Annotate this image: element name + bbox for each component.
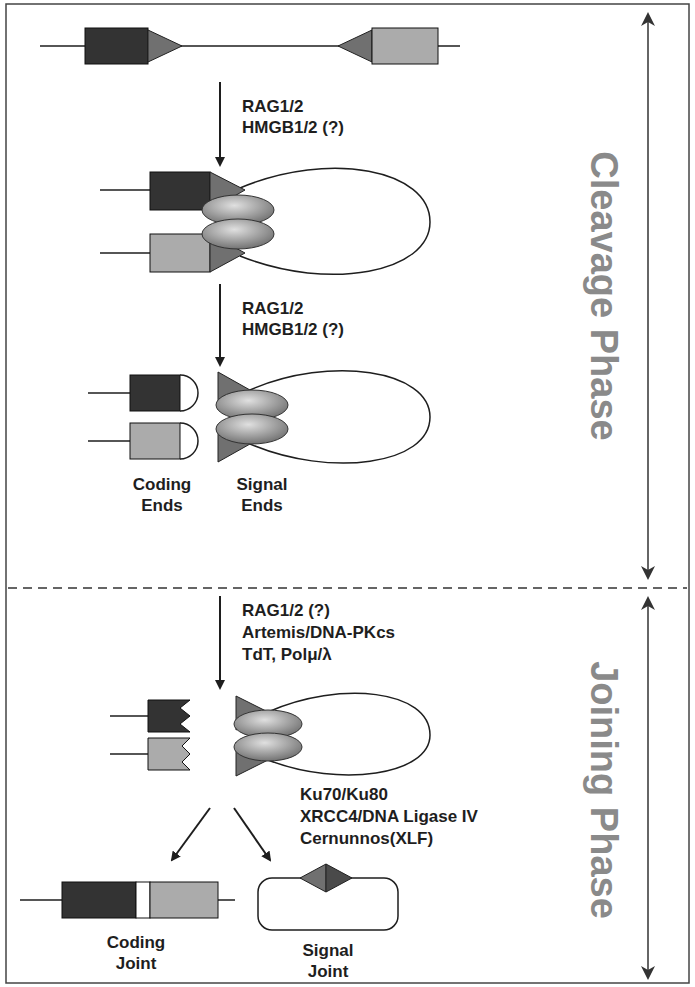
enzyme-label: HMGB1/2 (?) [242, 319, 344, 340]
enzyme-label: HMGB1/2 (?) [242, 117, 344, 138]
joint-label: Coding Joint [96, 932, 176, 974]
synaptic-complex [100, 168, 430, 274]
phase-range-arrow [647, 14, 649, 578]
phase-divider [8, 587, 687, 589]
step-arrow [172, 808, 210, 860]
coding-ends [88, 375, 198, 459]
phase-range-arrow [647, 598, 649, 978]
enzyme-label: TdT, Polμ/λ [242, 644, 332, 665]
coding-joint [20, 882, 235, 918]
processed-ends [110, 693, 430, 776]
joint-label: Signal Joint [286, 940, 370, 982]
signal-joint [258, 864, 398, 930]
step-arrow [219, 284, 221, 365]
end-label: Coding Ends [122, 474, 202, 516]
step-arrow [219, 596, 221, 688]
enzyme-label: RAG1/2 [242, 96, 303, 117]
germline-dna [40, 28, 460, 64]
enzyme-label: XRCC4/DNA Ligase IV [300, 806, 478, 827]
enzyme-label: RAG1/2 [242, 298, 303, 319]
frame [6, 4, 689, 983]
phase-label: Cleavage Phase [583, 151, 625, 440]
step-arrow [219, 82, 221, 165]
phase-label: Joining Phase [583, 661, 625, 919]
signal-ends [216, 371, 430, 463]
end-label: Signal Ends [222, 474, 302, 516]
step-arrow [234, 808, 270, 860]
enzyme-label: RAG1/2 (?) [242, 600, 330, 621]
enzyme-label: Artemis/DNA-PKcs [242, 622, 395, 643]
enzyme-label: Ku70/Ku80 [300, 784, 388, 805]
enzyme-label: Cernunnos(XLF) [300, 828, 433, 849]
